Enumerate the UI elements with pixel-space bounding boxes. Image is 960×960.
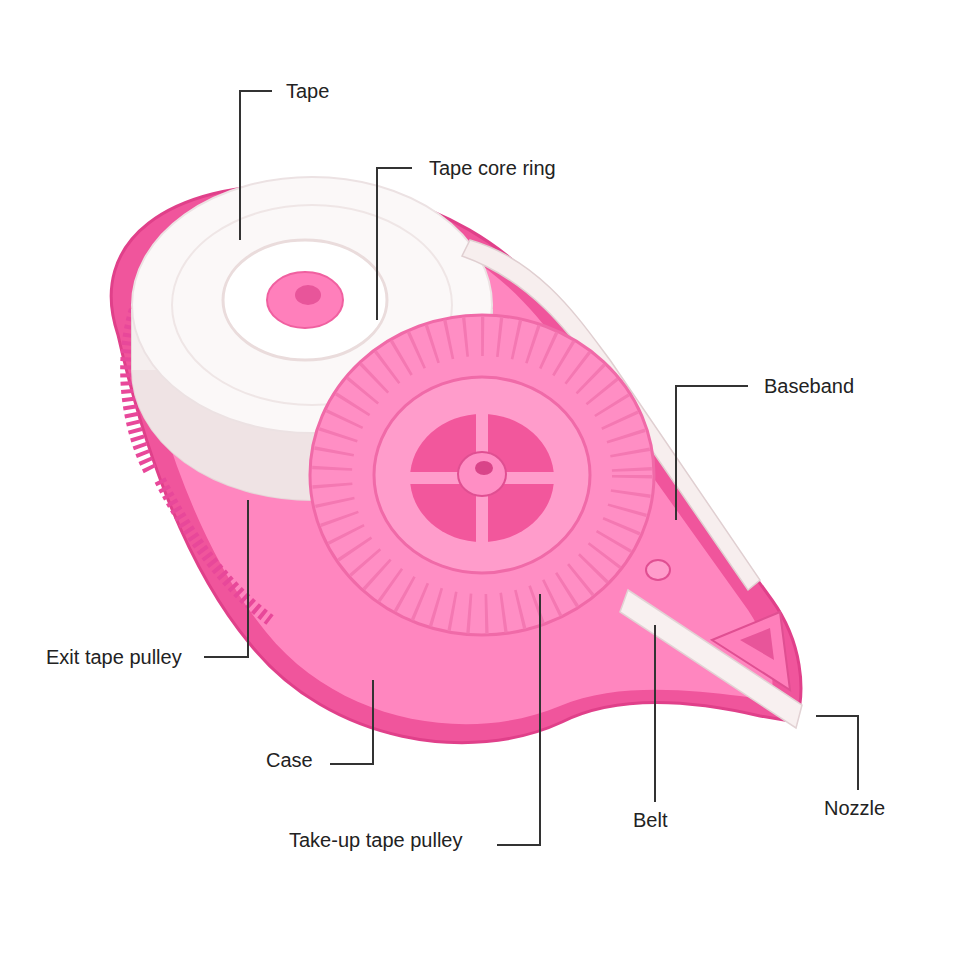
part-label: Take-up tape pulley [287, 828, 464, 852]
part-label: Nozzle [822, 796, 887, 820]
part-label: Tape core ring [427, 156, 558, 180]
take-up-pulley-center [410, 414, 554, 542]
part-label: Tape [284, 79, 331, 103]
leader-line [497, 594, 540, 845]
take-up-pulley-hole [475, 461, 493, 475]
leader-line [676, 386, 748, 520]
part-label: Baseband [762, 374, 856, 398]
leader-line [816, 716, 858, 790]
leader-lines [204, 91, 858, 845]
leader-line [330, 680, 373, 764]
leader-line [240, 91, 272, 240]
tape-core-ring [223, 240, 387, 360]
leader-line [654, 625, 656, 802]
belt-strip [620, 590, 802, 728]
nozzle [712, 612, 790, 690]
take-up-pulley-spokes [410, 414, 554, 542]
leader-line [377, 168, 412, 320]
belt-post [646, 560, 670, 580]
take-up-pulley [310, 315, 654, 635]
take-up-pulley-inner [374, 377, 590, 573]
part-label: Case [264, 748, 315, 772]
tape-core-hub [267, 272, 343, 328]
part-label: Exit tape pulley [44, 645, 184, 669]
part-label: Belt [631, 808, 669, 832]
tape-core-hole [295, 285, 321, 305]
nozzle-tip [740, 628, 774, 660]
take-up-pulley-hub [458, 452, 506, 496]
leader-line [204, 500, 248, 657]
take-up-pulley-ribs [332, 336, 632, 614]
gear-teeth-lower [160, 480, 270, 620]
